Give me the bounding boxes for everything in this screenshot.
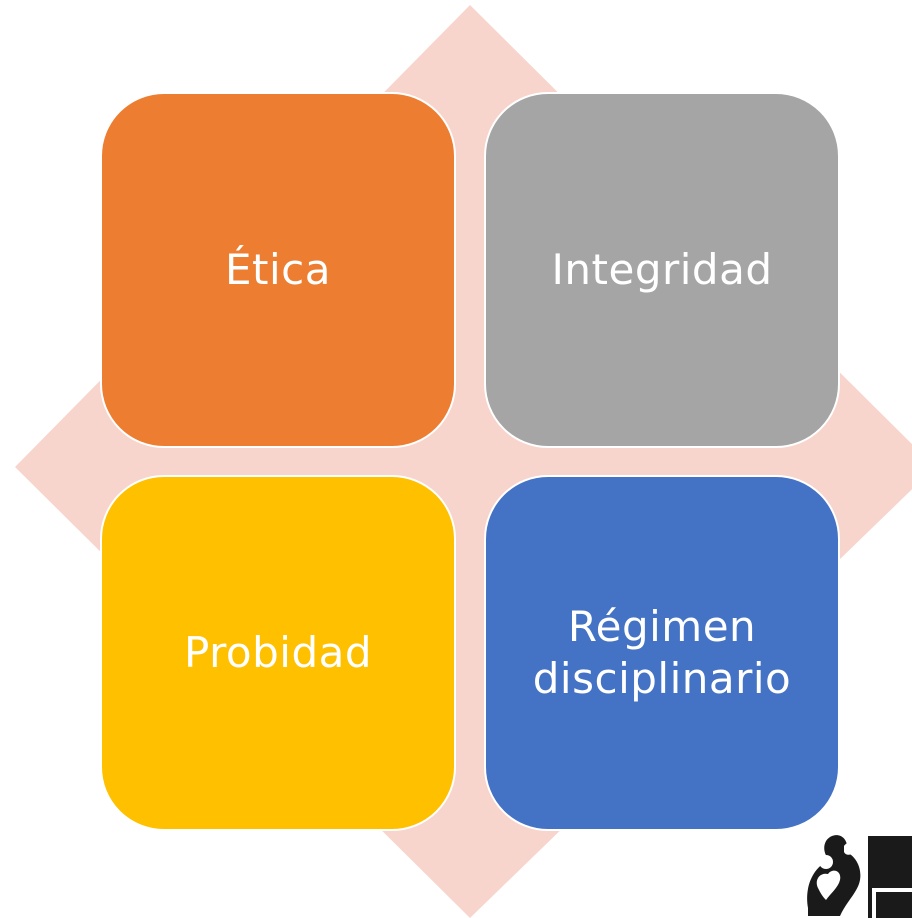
tile-etica-label: Ética — [224, 244, 331, 294]
tile-probidad: Probidad — [100, 475, 456, 831]
parent-child-heart-logo-icon — [800, 826, 912, 918]
tile-probidad-label: Probidad — [183, 627, 373, 677]
tile-integridad: Integridad — [484, 92, 840, 448]
tile-regimen-disciplinario-label: Régimen disciplinario — [532, 601, 792, 704]
organization-logo — [800, 826, 912, 918]
tile-integridad-label: Integridad — [551, 244, 773, 294]
tile-etica: Ética — [100, 92, 456, 448]
tile-regimen-disciplinario: Régimen disciplinario — [484, 475, 840, 831]
